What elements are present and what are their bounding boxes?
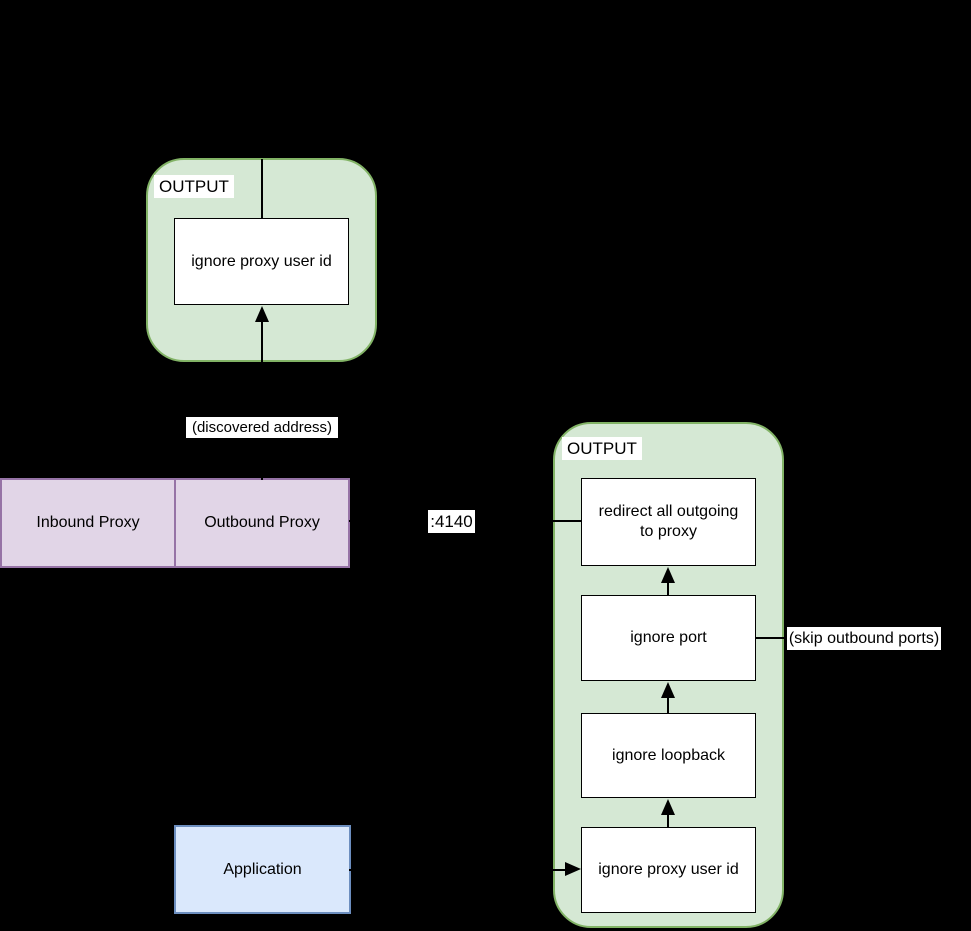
output-right-title: OUTPUT: [562, 437, 642, 460]
port-4140-label: :4140: [428, 510, 475, 533]
discovered-address-label: (discovered address): [186, 417, 338, 438]
connector-userid-to-loopback: [667, 815, 669, 827]
outbound-proxy-box: Outbound Proxy: [174, 480, 348, 566]
skip-outbound-ports-label: (skip outbound ports): [787, 627, 941, 650]
inbound-proxy-box: Inbound Proxy: [36, 514, 140, 531]
connector-port-to-redirect: [667, 583, 669, 595]
connector-loopback-to-port: [667, 698, 669, 713]
connector-skip-ports: [756, 637, 789, 639]
arrowhead-up-icon: [255, 306, 269, 322]
rule-ignore-port: ignore port: [581, 595, 756, 681]
arrowhead-up-icon: [661, 567, 675, 583]
connector-app-to-output: [349, 869, 565, 871]
connector-outbound-to-top-output: [261, 320, 263, 480]
arrowhead-right-icon: [565, 862, 581, 876]
arrowhead-left-icon: [351, 514, 366, 526]
rule-ignore-proxy-user-id-top: ignore proxy user id: [174, 218, 349, 305]
output-top-title: OUTPUT: [154, 175, 234, 198]
rule-redirect-all-outgoing: redirect all outgoing to proxy: [581, 478, 756, 566]
rule-ignore-proxy-user-id: ignore proxy user id: [581, 827, 756, 913]
arrowhead-up-icon: [661, 682, 675, 698]
connector-top-output-to-network: [261, 159, 263, 219]
rule-ignore-loopback: ignore loopback: [581, 713, 756, 798]
proxy-container: Inbound Proxy Outbound Proxy: [0, 478, 350, 568]
application-box: Application: [174, 825, 351, 914]
arrowhead-up-icon: [661, 799, 675, 815]
